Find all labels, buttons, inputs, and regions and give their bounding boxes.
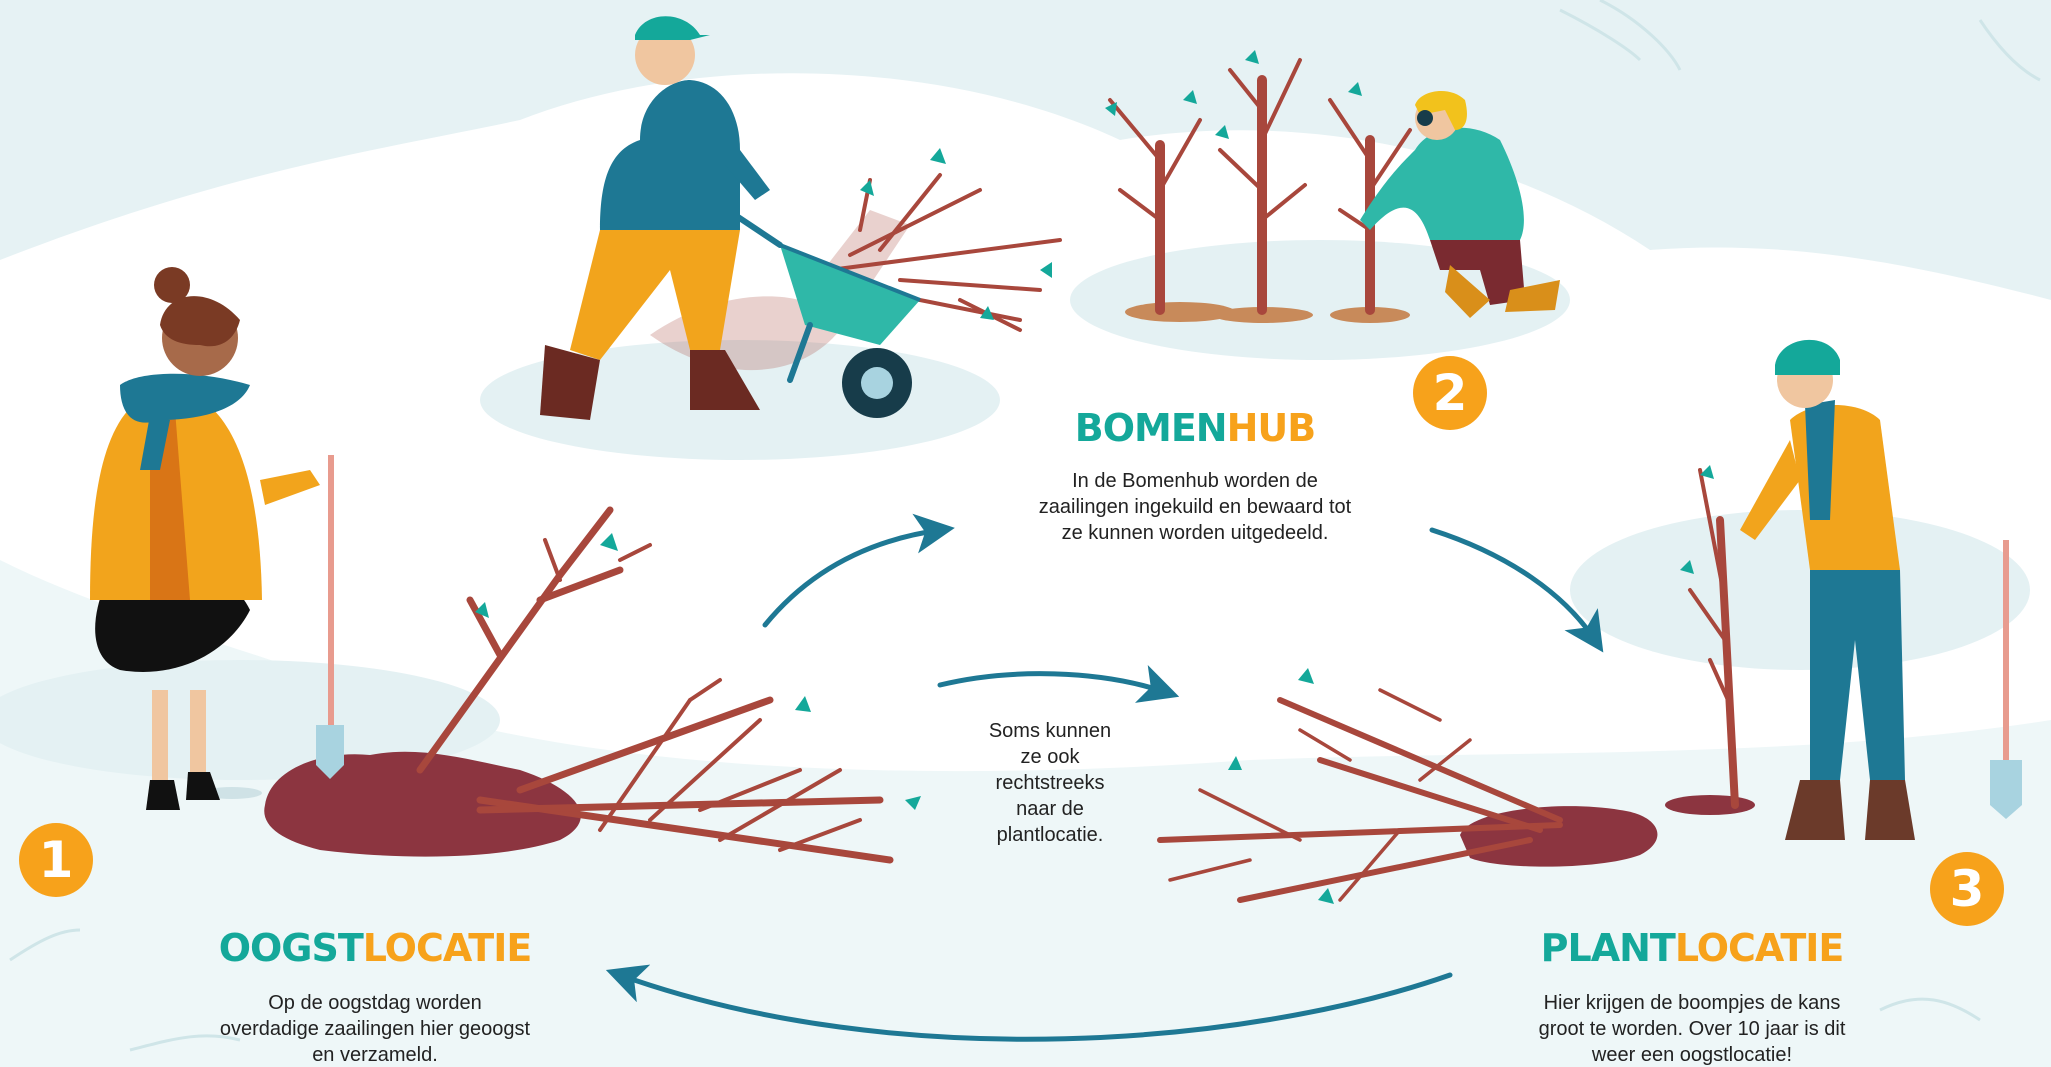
- flow-arrows: [605, 513, 1604, 1042]
- stage-description-oogstlocatie: Op de oogstdag worden overdadige zaailin…: [195, 990, 555, 1067]
- title-part-primary: BOMEN: [1074, 406, 1228, 450]
- stage-title-plantlocatie: PLANTLOCATIE: [1432, 926, 1952, 970]
- arrow-shortcut-1-to-3: [937, 665, 1180, 703]
- description-line: overdadige zaailingen hier geoogst: [219, 1018, 531, 1040]
- woman-with-shovel: [90, 267, 344, 810]
- arrow-2-to-3: [1429, 527, 1604, 653]
- description-line: Op de oogstdag worden: [268, 992, 482, 1014]
- description-line: weer een oogstlocatie!: [1591, 1044, 1793, 1066]
- step-badge-1: 1: [19, 823, 93, 897]
- note-line: ze ook: [1020, 746, 1080, 768]
- note-line: rechtstreeks: [995, 772, 1105, 794]
- title-part-accent: HUB: [1226, 406, 1317, 450]
- uprooted-saplings: [264, 506, 921, 864]
- shortcut-note: Soms kunnen ze ook rechtstreeks naar de …: [950, 718, 1150, 848]
- note-line: plantlocatie.: [996, 824, 1104, 846]
- stage-description-plantlocatie: Hier krijgen de boompjes de kans groot t…: [1512, 990, 1872, 1067]
- planting-person: [1665, 339, 2022, 840]
- title-part-primary: PLANT: [1540, 926, 1676, 970]
- man-with-wheelbarrow: [540, 16, 1062, 420]
- title-part-accent: LOCATIE: [1674, 926, 1845, 970]
- description-line: Hier krijgen de boompjes de kans: [1543, 992, 1841, 1014]
- description-line: zaailingen ingekuild en bewaard tot: [1038, 496, 1352, 518]
- title-part-primary: OOGST: [218, 926, 364, 970]
- stage-title-oogstlocatie: OOGSTLOCATIE: [115, 926, 635, 970]
- description-line: In de Bomenhub worden de: [1072, 470, 1318, 492]
- heeled-in-saplings: [1157, 668, 1658, 904]
- arrow-3-to-1: [605, 964, 1453, 1042]
- note-line: Soms kunnen: [988, 720, 1112, 742]
- step-badge-2: 2: [1413, 356, 1487, 430]
- stage-title-bomenhub: BOMENHUB: [935, 406, 1455, 450]
- stage-description-bomenhub: In de Bomenhub worden de zaailingen inge…: [1015, 468, 1375, 546]
- description-line: ze kunnen worden uitgedeeld.: [1061, 522, 1329, 544]
- arrow-1-to-2: [762, 513, 955, 628]
- step-badge-3: 3: [1930, 852, 2004, 926]
- title-part-accent: LOCATIE: [362, 926, 533, 970]
- kneeling-gardener: [1360, 90, 1560, 318]
- decorative-strokes: [9, 0, 2041, 1052]
- description-line: groot te worden. Over 10 jaar is dit: [1538, 1018, 1846, 1040]
- description-line: en verzameld.: [312, 1044, 438, 1066]
- note-line: naar de: [1016, 798, 1084, 820]
